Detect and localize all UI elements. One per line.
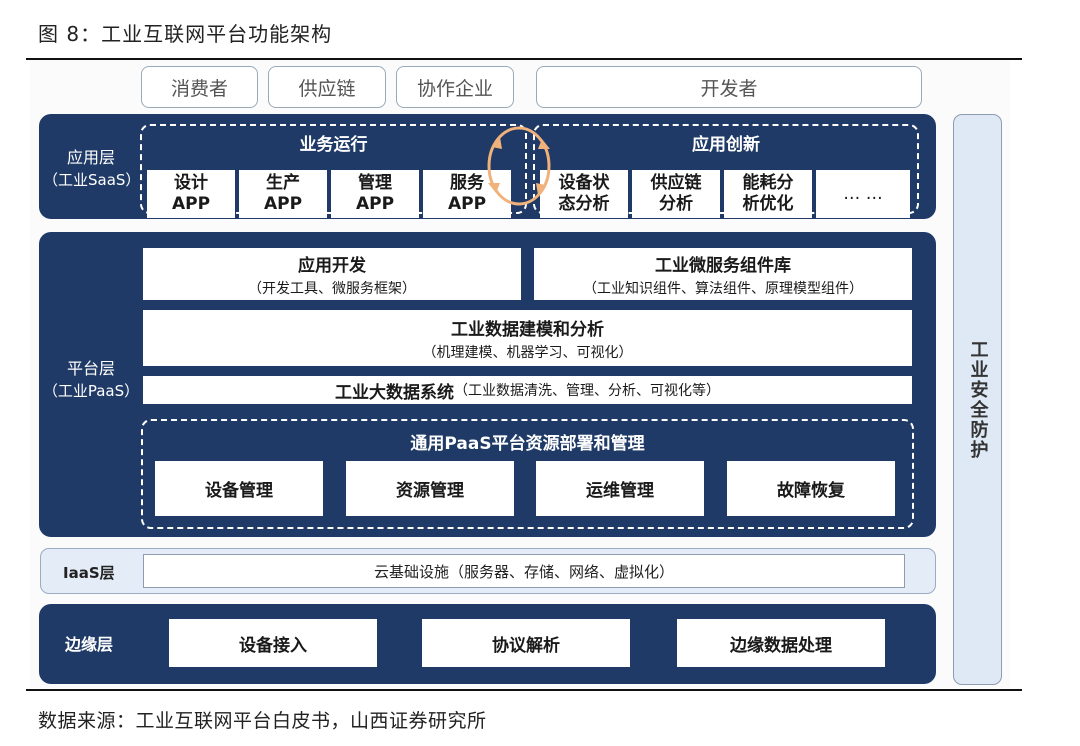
app-production: 生产 APP <box>239 170 327 218</box>
app-management: 管理 APP <box>331 170 419 218</box>
figure-title: 图 8：工业互联网平台功能架构 <box>38 22 333 46</box>
app-line2: APP <box>355 194 395 214</box>
paas-label-line2: （工业PaaS） <box>42 382 140 400</box>
actor-partner-enterprise: 协作企业 <box>396 66 514 108</box>
cloud-infrastructure-box: 云基础设施（服务器、存储、网络、虚拟化） <box>143 554 905 588</box>
general-paas-title: 通用PaaS平台资源部署和管理 <box>410 434 645 454</box>
circular-arrows-icon <box>487 126 551 206</box>
microservice-library-title: 工业微服务组件库 <box>655 255 791 276</box>
app-line1: 服务 <box>450 173 484 193</box>
iaas-layer: IaaS层 云基础设施（服务器、存储、网络、虚拟化） <box>40 548 936 594</box>
application-innovation-title: 应用创新 <box>692 135 760 155</box>
resource-management: 资源管理 <box>346 461 514 516</box>
paas-label-line1: 平台层 <box>66 359 115 378</box>
saas-label-line1: 应用层 <box>66 148 115 167</box>
application-innovation-group: 应用创新 设备状 态分析 供应链 分析 能耗分 析优化 … … <box>533 124 919 218</box>
microservice-library-subtitle: （工业知识组件、算法组件、原理模型组件） <box>583 280 863 297</box>
protocol-parsing: 协议解析 <box>422 619 630 667</box>
fault-recovery: 故障恢复 <box>727 461 895 516</box>
general-paas-group: 通用PaaS平台资源部署和管理 设备管理 资源管理 运维管理 故障恢复 <box>141 419 914 529</box>
app-energy-optimization: 能耗分 析优化 <box>724 170 812 218</box>
edge-layer: 边缘层 设备接入 协议解析 边缘数据处理 <box>39 604 936 684</box>
industrial-security-label: 工业安全防护 <box>967 339 989 460</box>
app-development-title: 应用开发 <box>298 255 366 276</box>
business-operations-title: 业务运行 <box>299 135 368 155</box>
app-line2: APP <box>263 194 303 214</box>
app-supply-chain-analysis: 供应链 分析 <box>632 170 720 218</box>
app-line2: 分析 <box>659 194 693 214</box>
business-operations-group: 业务运行 设计 APP 生产 APP 管理 APP 服务 APP <box>140 124 527 218</box>
app-line1: 能耗分 <box>742 173 794 193</box>
microservice-library-box: 工业微服务组件库 （工业知识组件、算法组件、原理模型组件） <box>534 248 912 300</box>
data-modeling-title: 工业数据建模和分析 <box>451 319 604 340</box>
app-design: 设计 APP <box>147 170 235 218</box>
app-line1: 设备状 <box>558 173 610 193</box>
app-line2: APP <box>171 194 211 214</box>
edge-data-processing: 边缘数据处理 <box>677 619 885 667</box>
app-line1: 供应链 <box>650 173 702 193</box>
app-line2: APP <box>447 194 487 214</box>
actor-developer: 开发者 <box>536 66 922 108</box>
device-management: 设备管理 <box>155 461 323 516</box>
app-line2: 态分析 <box>558 194 610 214</box>
app-development-subtitle: （开发工具、微服务框架） <box>248 280 416 297</box>
industrial-security-column: 工业安全防护 <box>953 114 1002 685</box>
ellipsis: … … <box>843 183 883 204</box>
bottom-rule <box>26 689 1022 691</box>
app-equipment-status-analysis: 设备状 态分析 <box>540 170 628 218</box>
actor-consumer: 消费者 <box>141 66 258 108</box>
paas-layer: 平台层 （工业PaaS） 应用开发 （开发工具、微服务框架） 工业微服务组件库 … <box>39 232 936 537</box>
data-modeling-subtitle: （机理建模、机器学习、可视化） <box>422 344 633 361</box>
app-service: 服务 APP <box>423 170 511 218</box>
app-line1: 管理 <box>358 173 392 193</box>
app-line2: 析优化 <box>742 194 794 214</box>
actor-supply-chain: 供应链 <box>268 66 386 108</box>
iaas-label: IaaS层 <box>63 564 115 582</box>
big-data-system-subtitle: （工业数据清洗、管理、分析、可视化等） <box>454 383 720 399</box>
saas-layer: 应用层 （工业SaaS） 业务运行 设计 APP 生产 APP 管理 APP 服… <box>39 114 936 219</box>
app-development-box: 应用开发 （开发工具、微服务框架） <box>143 248 521 300</box>
big-data-system-title: 工业大数据系统 <box>335 382 454 403</box>
edge-label: 边缘层 <box>64 635 113 654</box>
operations-management: 运维管理 <box>536 461 704 516</box>
figure-source: 数据来源：工业互联网平台白皮书，山西证券研究所 <box>38 710 487 732</box>
app-line1: 生产 <box>266 173 300 193</box>
app-more: … … <box>816 170 910 218</box>
saas-label-line2: （工业SaaS） <box>43 171 141 189</box>
top-rule <box>26 58 1022 60</box>
data-modeling-box: 工业数据建模和分析 （机理建模、机器学习、可视化） <box>143 310 912 366</box>
device-access: 设备接入 <box>169 619 377 667</box>
big-data-system-box: 工业大数据系统 （工业数据清洗、管理、分析、可视化等） <box>143 376 912 404</box>
app-line1: 设计 <box>174 173 208 193</box>
